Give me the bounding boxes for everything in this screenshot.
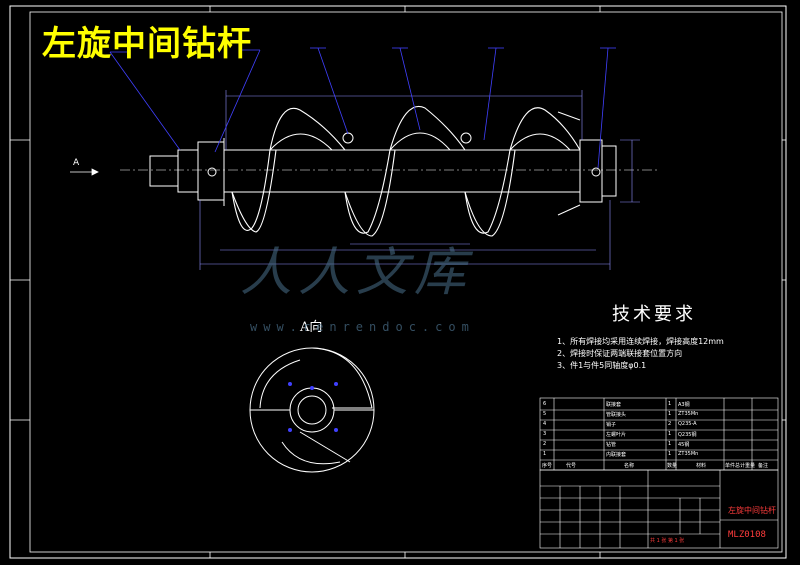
inner-frame <box>29 11 783 553</box>
titleblock-code: MLZ0108 <box>728 530 766 540</box>
bom-header-name: 名称 <box>624 463 635 469</box>
bom-header-seq: 序号 <box>542 463 553 469</box>
bom-material-1: ZT35Mn <box>678 451 699 457</box>
watermark-url: www.renrendoc.com <box>250 320 475 334</box>
bom-name-2: 钻管 <box>606 442 617 448</box>
leader-lines <box>109 47 616 169</box>
bom-seq-4: 4 <box>543 421 547 427</box>
bom-material-3: Q235钢 <box>678 432 697 438</box>
bom-name-6: 联接套 <box>606 402 622 408</box>
watermark-logo: 人人文库 <box>240 243 473 303</box>
bom-qty-3: 1 <box>668 431 672 437</box>
bom-header-qty: 数量 <box>667 463 678 469</box>
bom-material-6: A3钢 <box>678 402 690 408</box>
bom-material-2: 45钢 <box>678 442 690 448</box>
view-label: A向 <box>300 320 323 335</box>
bom-header-remark: 备注 <box>758 463 769 469</box>
dimension-lines <box>199 90 640 270</box>
bom-seq-1: 1 <box>543 451 547 457</box>
bom-seq-3: 3 <box>543 431 547 437</box>
left-connector <box>149 138 225 206</box>
bom-name-3: 左螺叶片 <box>606 432 627 438</box>
bom-qty-5: 1 <box>668 411 672 417</box>
bom-header-weight: 单件总计重量 <box>725 463 756 469</box>
drill-pipe <box>224 149 580 193</box>
titleblock-sheet: 共 1 张 第 1 张 <box>650 538 685 544</box>
title-block <box>539 469 779 549</box>
bom-header-code: 代号 <box>566 463 577 469</box>
bom-name-1: 内联接套 <box>606 452 627 458</box>
tech-requirements-list: 1、所有焊接均采用连续焊接，焊接高度12mm 2、焊接时保证两端联接套位置方向 … <box>557 336 724 372</box>
tech-requirements-title: 技术要求 <box>612 304 696 325</box>
bom-material-4: Q235-A <box>678 421 697 427</box>
a-view <box>249 347 375 473</box>
tech-requirement-1: 1、所有焊接均采用连续焊接，焊接高度12mm <box>557 337 724 346</box>
zone-ticks <box>10 6 786 558</box>
a-view-marks <box>288 382 338 432</box>
bom-qty-1: 1 <box>668 451 672 457</box>
titleblock-name: 左旋中间钻杆 <box>728 506 776 515</box>
drawing-title: 左旋中间钻杆 <box>42 24 252 64</box>
bom-header-material: 材料 <box>696 463 707 469</box>
view-arrow <box>70 168 99 176</box>
bom-name-5: 管联接头 <box>606 412 627 418</box>
bom-seq-5: 5 <box>543 411 547 417</box>
spiral-flights <box>231 105 581 237</box>
bom-seq-2: 2 <box>543 441 547 447</box>
bom-name-4: 销子 <box>606 422 617 428</box>
bom-qty-6: 1 <box>668 401 672 407</box>
tech-requirement-3: 3、件1与件5同轴度φ0.1 <box>557 361 647 370</box>
view-arrow-label: A <box>73 158 80 168</box>
tech-requirement-2: 2、焊接时保证两端联接套位置方向 <box>557 349 683 358</box>
bom-qty-4: 2 <box>668 421 672 427</box>
bom-material-5: ZT35Mn <box>678 411 699 417</box>
pins <box>342 132 601 177</box>
bom-table <box>539 397 779 471</box>
bom-qty-2: 1 <box>668 441 672 447</box>
outer-frame <box>9 5 787 559</box>
bom-seq-6: 6 <box>543 401 547 407</box>
right-connector <box>557 111 617 216</box>
